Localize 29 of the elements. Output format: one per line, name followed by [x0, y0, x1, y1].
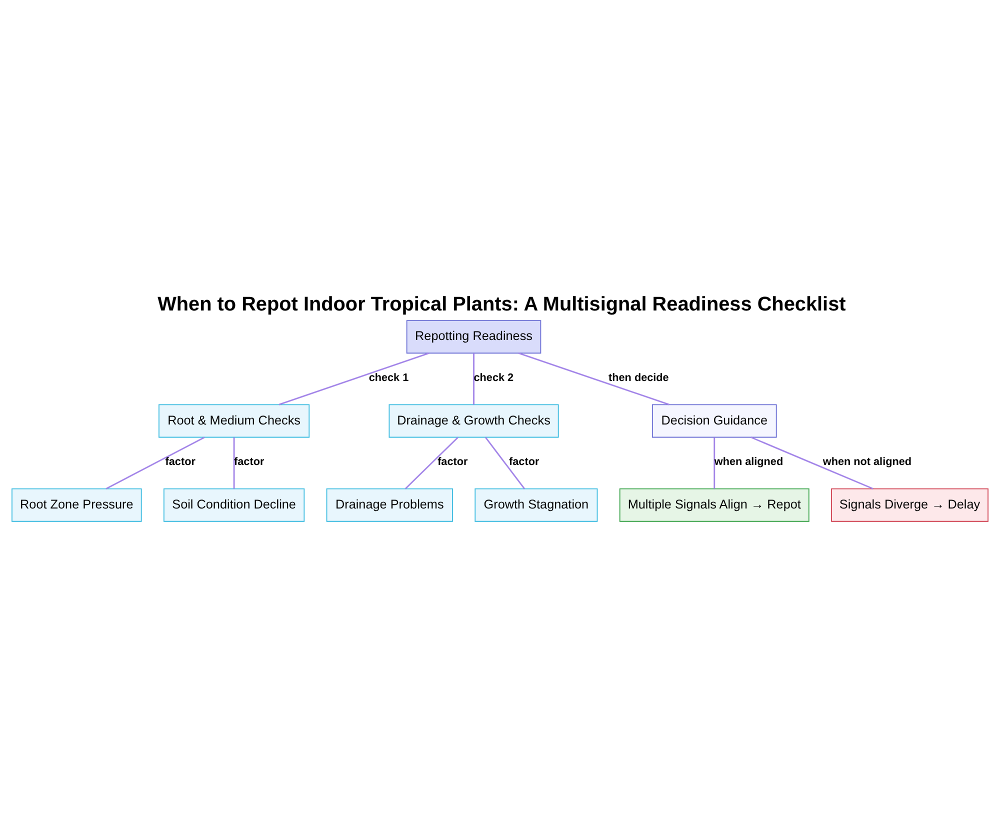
node-box: Soil Condition Decline	[164, 488, 305, 522]
connector	[278, 352, 430, 406]
node-box: Root & Medium Checks	[158, 404, 310, 438]
node-box: Root Zone Pressure	[12, 488, 142, 522]
edge-label: check 1	[368, 372, 409, 384]
connector	[714, 437, 716, 489]
node-box: Multiple Signals Align → Repot	[619, 488, 810, 522]
edge-label: factor	[509, 456, 540, 468]
node-box: Drainage & Growth Checks	[388, 404, 559, 438]
edge-label: check 2	[474, 372, 514, 384]
edge-label: factor	[438, 456, 468, 468]
diagram-title: When to Repot Indoor Tropical Plants: A Multisignal Readiness Checklist	[158, 293, 846, 316]
edge-label: factor	[234, 456, 264, 468]
node-box: Repotting Readiness	[406, 320, 542, 354]
connector	[750, 436, 874, 490]
connector	[106, 436, 205, 490]
connector	[473, 353, 474, 405]
node-box: Signals Diverge → Delay	[831, 488, 988, 522]
edge-label: when aligned	[714, 456, 784, 468]
connector	[233, 437, 235, 489]
node-box: Growth Stagnation	[474, 488, 598, 522]
node-box: Drainage Problems	[326, 488, 453, 522]
node-box: Decision Guidance	[652, 404, 777, 438]
connector	[484, 436, 526, 490]
edge-label: when not aligned	[822, 456, 912, 468]
edge-label: factor	[165, 456, 196, 468]
edge-label: then decide	[608, 372, 669, 384]
connector	[404, 436, 458, 490]
connector	[518, 352, 670, 406]
